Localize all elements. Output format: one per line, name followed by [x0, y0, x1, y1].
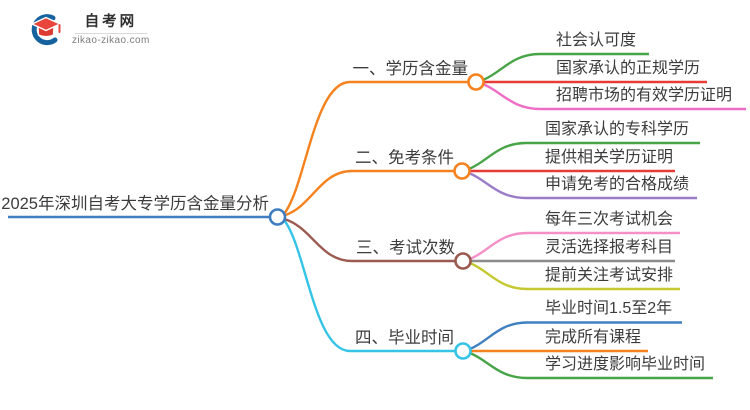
edge-branch3-child1 [470, 231, 680, 260]
branch3-label: 三、考试次数 [356, 239, 455, 257]
root-node-circle [268, 208, 287, 226]
branch1-child3-label: 招聘市场的有效学历证明 [556, 87, 733, 104]
edge-root-branch1 [283, 80, 468, 215]
edge-root-branch4 [283, 219, 455, 353]
branch2-node-circle [453, 162, 471, 180]
branch2-label: 二、免考条件 [355, 149, 454, 167]
branch4-node-circle [454, 342, 472, 360]
edge-branch1-child3 [483, 83, 746, 111]
branch4-child2-label: 完成所有课程 [545, 329, 642, 346]
branch3-child1-label: 每年三次考试机会 [545, 211, 674, 228]
logo-title: 自考网 [84, 14, 138, 30]
edge-branch4-child1 [470, 321, 682, 350]
branch4-child1-label: 毕业时间1.5至2年 [545, 300, 673, 317]
branch2-child3-label: 申请免考的合格成绩 [545, 176, 690, 193]
branch3-child2-label: 灵活选择报考科目 [545, 239, 674, 256]
edge-branch2-child3 [469, 172, 697, 200]
graduation-cap-logo-icon [30, 14, 62, 46]
edge-branch3-child3 [470, 262, 680, 291]
branch4-label: 四、毕业时间 [355, 329, 454, 347]
branch1-child2-label: 国家承认的正规学历 [556, 60, 701, 77]
branch2-child1-label: 国家承认的专科学历 [545, 121, 690, 138]
logo-cap-base-shape [37, 26, 55, 38]
branch3-child3-label: 提前关注考试安排 [545, 267, 674, 284]
branch1-label: 一、学历含金量 [352, 60, 469, 78]
root-topic-label: 2025年深圳自考大专学历含金量分析 [1, 195, 269, 213]
branch3-node-circle [454, 252, 472, 270]
branch4-child3-label: 学习进度影响毕业时间 [545, 356, 706, 373]
logo-mortarboard-shape [30, 16, 62, 32]
branch2-child2-label: 提供相关学历证明 [545, 149, 674, 166]
edge-branch4-child3 [470, 352, 713, 380]
site-logo: 自考网 zikao-zikao.com [28, 12, 150, 48]
edge-branch1-child1 [483, 52, 649, 81]
edge-root-branch2 [283, 169, 454, 217]
branch1-child1-label: 社会认可度 [556, 32, 637, 49]
branch1-node-circle [467, 73, 485, 91]
edge-root-branch3 [283, 217, 455, 263]
logo-domain: zikao-zikao.com [72, 35, 150, 46]
edge-branch2-child1 [469, 141, 700, 170]
logo-divider [74, 33, 147, 34]
